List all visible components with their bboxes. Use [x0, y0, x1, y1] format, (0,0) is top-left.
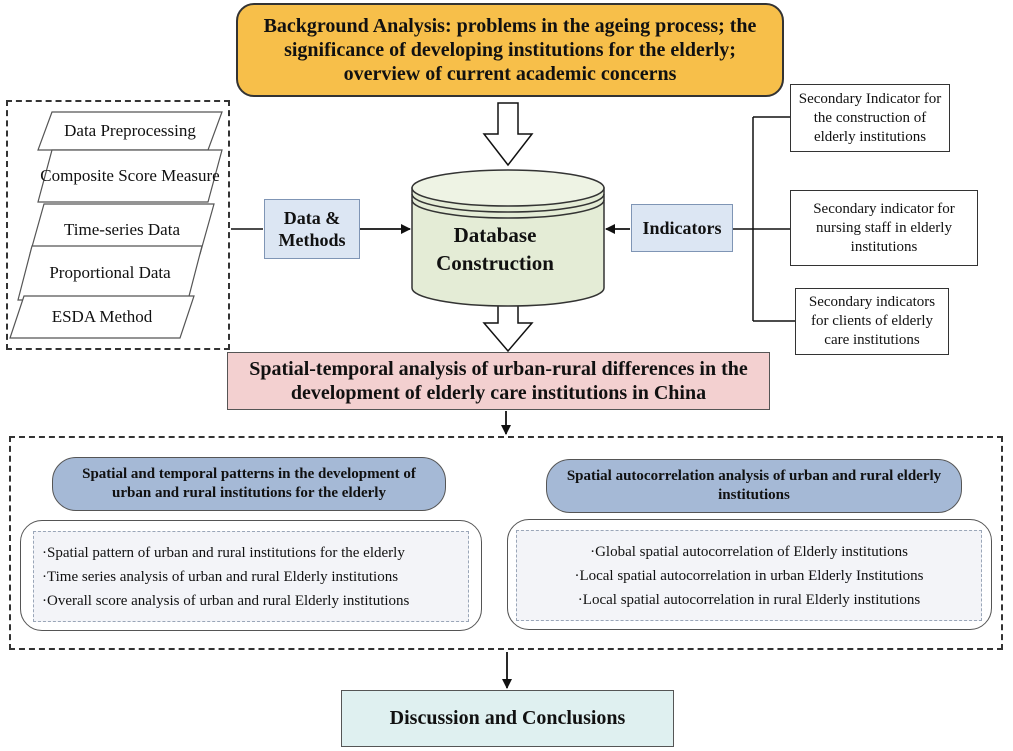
right-panel-item-2: ·Local spatial autocorrelation in urban …: [574, 567, 924, 584]
method-text-1: Data Preprocessing: [64, 121, 196, 140]
conclusion-text: Discussion and Conclusions: [389, 707, 626, 729]
indicator-item-3: Secondary indicators for clients of elde…: [795, 288, 949, 355]
method-item-1: Data Preprocessing: [38, 112, 222, 150]
indicator-item-1: Secondary Indicator for the construction…: [790, 84, 950, 152]
indicator-item-2: Secondary indicator for nursing staff in…: [790, 190, 978, 266]
left-panel-item-2: ·Time series analysis of urban and rural…: [42, 568, 399, 585]
hollow-arrow-down-1: [482, 102, 534, 167]
method-text-4: Proportional Data: [49, 263, 171, 282]
method-text-3: Time-series Data: [64, 220, 180, 239]
database-text: Database Construction: [436, 223, 554, 275]
left-panel-item-1: ·Spatial pattern of urban and rural inst…: [42, 544, 405, 561]
method-shape-2: [37, 149, 223, 203]
indicators-label: Indicators: [631, 204, 733, 252]
analysis-group: [9, 436, 1003, 650]
database-cylinder: [411, 169, 605, 307]
method-item-3: Time-series Data: [30, 206, 214, 254]
conclusion-box: Discussion and Conclusions: [341, 690, 674, 747]
background-analysis-text: Background Analysis: problems in the age…: [263, 15, 757, 85]
data-methods-text: Data & Methods: [278, 208, 346, 250]
method-item-5: ESDA Method: [10, 296, 194, 338]
left-panel-item-3: ·Overall score analysis of urban and rur…: [42, 592, 410, 609]
background-analysis-box: Background Analysis: problems in the age…: [236, 3, 784, 97]
analysis-title-box: Spatial-temporal analysis of urban-rural…: [227, 352, 770, 410]
method-text-5: ESDA Method: [51, 307, 153, 326]
method-item-4: Proportional Data: [18, 250, 202, 296]
left-panel-title: Spatial and temporal patterns in the dev…: [52, 457, 446, 511]
data-methods-label: Data & Methods: [264, 199, 360, 259]
indicator-text-1: Secondary Indicator for the construction…: [798, 90, 942, 145]
left-panel-items: ·Spatial pattern of urban and rural inst…: [33, 531, 469, 622]
indicators-text: Indicators: [642, 218, 722, 238]
database-label: Database Construction: [410, 218, 580, 280]
right-panel-title: Spatial autocorrelation analysis of urba…: [546, 459, 962, 513]
analysis-title-text: Spatial-temporal analysis of urban-rural…: [249, 358, 748, 404]
method-text-2: Composite Score Measure: [40, 166, 220, 185]
methods-group: [6, 100, 230, 350]
method-shape-5: [9, 295, 195, 339]
right-panel-title-text: Spatial autocorrelation analysis of urba…: [566, 468, 942, 503]
left-panel-title-text: Spatial and temporal patterns in the dev…: [82, 466, 416, 501]
right-panel-item-3: ·Local spatial autocorrelation in rural …: [577, 591, 921, 608]
indicator-text-3: Secondary indicators for clients of elde…: [808, 294, 936, 348]
right-panel-item-1: ·Global spatial autocorrelation of Elder…: [590, 543, 908, 560]
method-parallelograms: [9, 111, 223, 339]
right-panel-items: ·Global spatial autocorrelation of Elder…: [516, 530, 982, 621]
indicator-text-2: Secondary indicator for nursing staff in…: [813, 200, 955, 255]
method-item-2: Composite Score Measure: [38, 150, 222, 202]
